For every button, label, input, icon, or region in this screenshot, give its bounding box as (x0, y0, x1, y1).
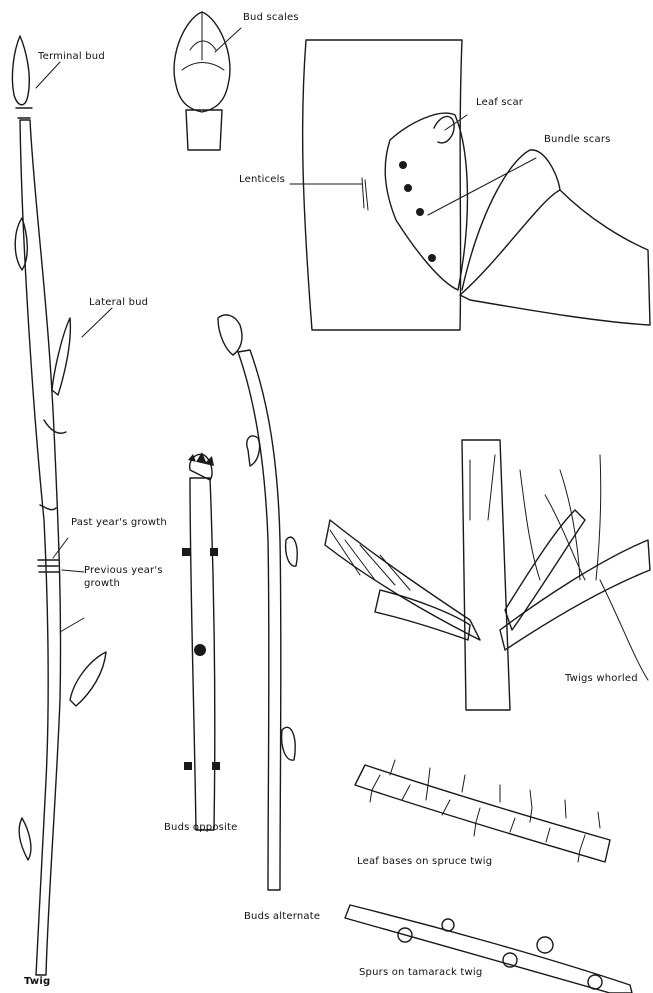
tamarack-twig-drawing (345, 905, 632, 993)
label-spurs-tamarack: Spurs on tamarack twig (359, 967, 482, 979)
label-previous-year-growth-line1: Previous year's (84, 565, 163, 577)
leaf-scar-drawing (303, 40, 650, 330)
label-lenticels: Lenticels (239, 174, 285, 186)
twigs-whorled-drawing (325, 440, 650, 710)
label-leaf-bases-spruce: Leaf bases on spruce twig (357, 856, 492, 868)
bud-scales-drawing (174, 12, 230, 150)
label-twig: Twig (24, 976, 50, 988)
buds-opposite-drawing (182, 452, 220, 830)
label-leaf-scar: Leaf scar (476, 97, 523, 109)
terminal-bud-shape (12, 36, 29, 105)
label-lateral-bud: Lateral bud (89, 297, 148, 309)
main-twig (12, 36, 106, 975)
buds-alternate-drawing (218, 315, 297, 890)
label-buds-alternate: Buds alternate (244, 911, 320, 923)
label-terminal-bud: Terminal bud (38, 51, 105, 63)
label-past-year-growth: Past year's growth (71, 517, 167, 529)
label-previous-year-growth-line2: growth (84, 578, 120, 590)
spruce-twig-drawing (355, 760, 610, 862)
label-bud-scales: Bud scales (243, 12, 299, 24)
label-buds-opposite: Buds opposite (164, 822, 238, 834)
label-bundle-scars: Bundle scars (544, 134, 611, 146)
label-twigs-whorled: Twigs whorled (565, 673, 638, 685)
